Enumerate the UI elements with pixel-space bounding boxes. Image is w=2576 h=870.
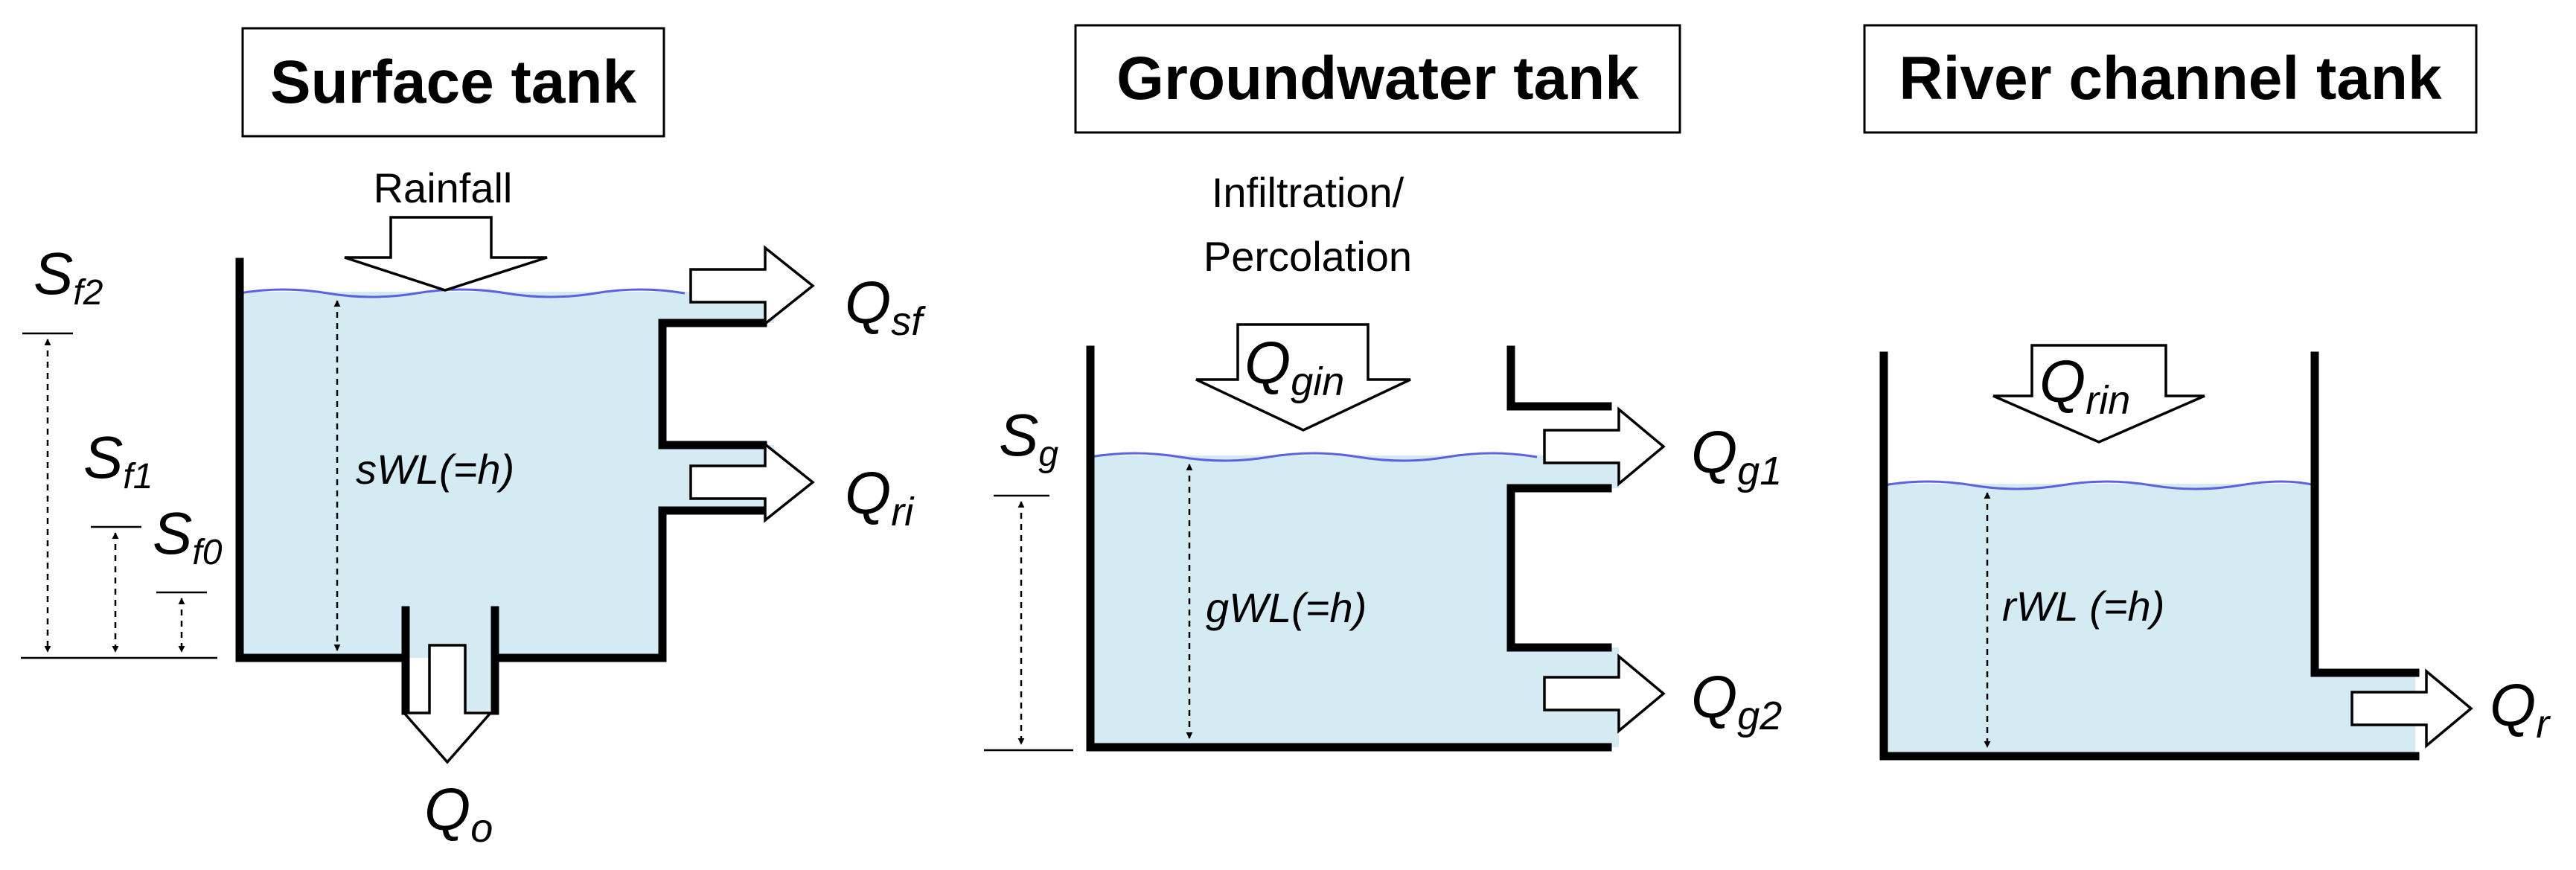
- s-f0-label: Sf0: [153, 500, 223, 572]
- s-f2-label: Sf2: [33, 240, 103, 313]
- swl-label: sWL(=h): [356, 446, 514, 493]
- surface-tank-title-box: [241, 27, 665, 138]
- river-tank-water: [1884, 484, 2415, 756]
- q-r-label: Qr: [2490, 672, 2551, 746]
- surface-tank-water-surface: [239, 288, 685, 298]
- river-tank-water-surface: [1883, 480, 2315, 490]
- groundwater-tank-base-wall: [1086, 345, 1612, 752]
- groundwater-tank-mid-right-wall: [1506, 484, 1612, 652]
- q-gin-label: Qgin: [1244, 330, 1344, 404]
- rainfall-arrow: [344, 216, 548, 292]
- s-g-label: Sg: [999, 402, 1058, 474]
- river-channel-tank: River channel tank Qrin Qr rWL (=h): [1863, 24, 2551, 761]
- q-o-label: Qo: [424, 776, 493, 851]
- q-rin-arrow: [1992, 344, 2205, 444]
- groundwater-tank-top-right-wall: [1506, 345, 1612, 411]
- q-ri-label: Qri: [845, 460, 915, 534]
- q-g2-label: Qg2: [1691, 664, 1782, 738]
- gwl-label: gWL(=h): [1206, 584, 1367, 631]
- river-tank-title: River channel tank: [1899, 45, 2442, 112]
- surface-tank: Surface tank Rainfall Qsf Qri Qo sWL(=h)…: [21, 27, 926, 851]
- q-rin-label: Qrin: [2039, 348, 2130, 423]
- groundwater-tank-title: Groundwater tank: [1116, 45, 1639, 112]
- infiltration-label-line1: Infiltration/: [1212, 169, 1404, 216]
- river-tank-right-wall: [2310, 351, 2420, 677]
- surface-tank-title: Surface tank: [270, 48, 637, 116]
- q-g1-arrow: [1543, 406, 1666, 487]
- river-tank-base-wall: [1879, 351, 2420, 761]
- surface-tank-lower-wall: [490, 506, 767, 662]
- groundwater-tank-water-surface: [1090, 452, 1538, 462]
- river-tank-title-box: [1863, 24, 2478, 134]
- s-f1-label: Sf1: [83, 424, 153, 496]
- q-r-arrow: [2350, 668, 2473, 749]
- q-sf-label: Qsf: [845, 269, 926, 344]
- surface-tank-upper-wall: [658, 319, 767, 450]
- rwl-label: rWL (=h): [2002, 583, 2164, 630]
- surface-tank-water: [240, 292, 774, 711]
- q-gin-arrow: [1195, 323, 1411, 432]
- groundwater-tank-title-box: [1074, 24, 1681, 134]
- q-g2-arrow: [1543, 653, 1666, 734]
- q-o-arrow: [401, 644, 493, 764]
- groundwater-tank-water: [1090, 455, 1619, 747]
- q-sf-arrow: [689, 245, 815, 327]
- rainfall-label: Rainfall: [374, 164, 513, 211]
- groundwater-tank: Groundwater tank Infiltration/ Percolati…: [984, 24, 1782, 752]
- surface-tank-left-wall: [235, 258, 410, 662]
- q-ri-arrow: [689, 441, 815, 523]
- q-g1-label: Qg1: [1691, 419, 1782, 493]
- infiltration-label-line2: Percolation: [1204, 233, 1412, 280]
